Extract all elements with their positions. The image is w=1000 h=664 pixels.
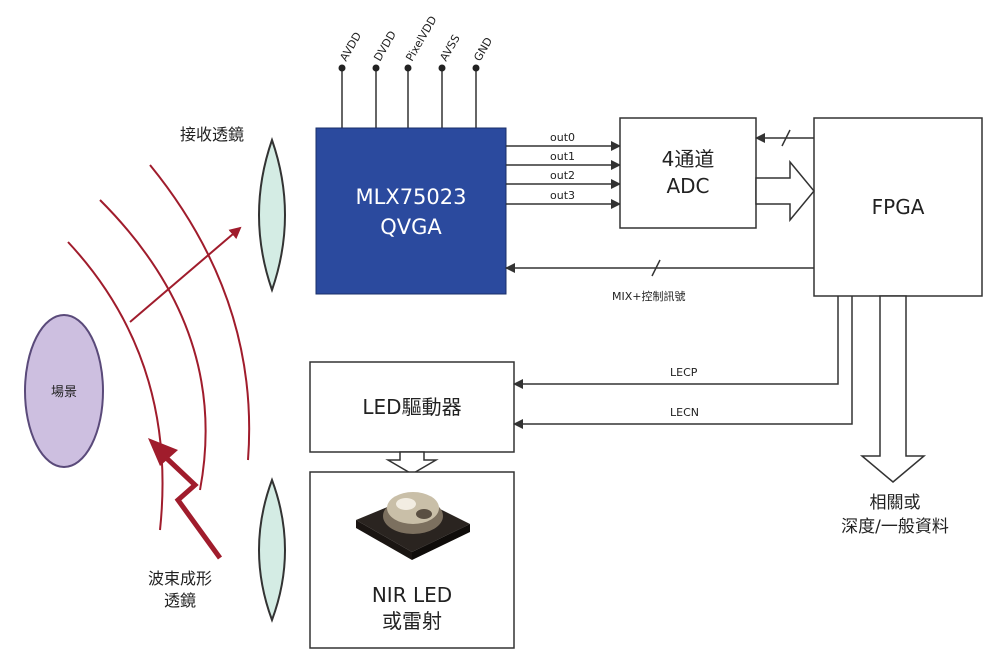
pin-label-pixelvdd: PixelVDD: [403, 14, 439, 64]
power-pin-labels: AVDD DVDD PixelVDD AVSS GND: [337, 14, 495, 64]
mix-control-label: MIX+控制訊號: [612, 289, 686, 303]
beam-lens-label-1: 波束成形: [148, 569, 212, 588]
sensor-label-1: MLX75023: [355, 185, 466, 209]
lecn-label: LECN: [670, 406, 699, 419]
reflected-light-arrow: [129, 226, 242, 323]
adc-label-1: 4通道: [662, 147, 715, 171]
out3-label: out3: [550, 189, 575, 202]
fpga-box: [813, 117, 983, 297]
result-label-1: 相關或: [870, 493, 921, 513]
emitted-beam-arrow: [148, 438, 223, 560]
pin-label-gnd: GND: [471, 35, 495, 63]
beam-lens-label-2: 透鏡: [164, 591, 196, 610]
power-pin-dots: [338, 64, 480, 72]
lecp-label: LECP: [670, 366, 698, 379]
led-driver-box: [309, 361, 515, 453]
lecn-line: [513, 296, 853, 429]
wave-arc-1: [67, 241, 164, 531]
out1-label: out1: [550, 150, 575, 163]
mix-control-slash: [651, 259, 661, 277]
driver-to-nir-arrow: [385, 451, 439, 475]
beam-lens: [258, 477, 286, 623]
result-label-2: 深度/一般資料: [841, 517, 949, 537]
out2-label: out2: [550, 169, 575, 182]
scene-label: 場景: [51, 385, 77, 400]
lecp-line: [513, 296, 839, 389]
output-labels: out0 out1 out2 out3: [550, 131, 575, 202]
adc-label-2: ADC: [666, 174, 709, 198]
sensor-label-2: QVGA: [380, 215, 442, 239]
adc-box: [619, 117, 757, 229]
adc-to-fpga-bus: [755, 159, 815, 223]
wave-arcs: [67, 164, 251, 531]
sensor-chip: [315, 127, 507, 295]
receive-lens-label: 接收透鏡: [180, 125, 244, 144]
receive-lens: [258, 136, 286, 294]
wave-arc-2: [99, 199, 207, 491]
scene-ellipse: [24, 314, 104, 468]
pin-label-avss: AVSS: [437, 32, 462, 63]
fpga-label: FPGA: [872, 195, 925, 219]
out0-label: out0: [550, 131, 575, 144]
nir-led-picture: [356, 492, 470, 560]
pin-label-avdd: AVDD: [337, 30, 364, 64]
output-lines: [506, 141, 621, 209]
fpga-output-bus: [859, 295, 927, 483]
pin-label-dvdd: DVDD: [371, 29, 399, 64]
nir-label-2: 或雷射: [382, 609, 442, 633]
power-pins: [341, 68, 477, 128]
nir-label-1: NIR LED: [372, 583, 452, 607]
wave-arc-3: [149, 164, 251, 461]
fpga-to-adc-slash: [781, 129, 791, 147]
led-driver-label: LED驅動器: [362, 395, 461, 419]
